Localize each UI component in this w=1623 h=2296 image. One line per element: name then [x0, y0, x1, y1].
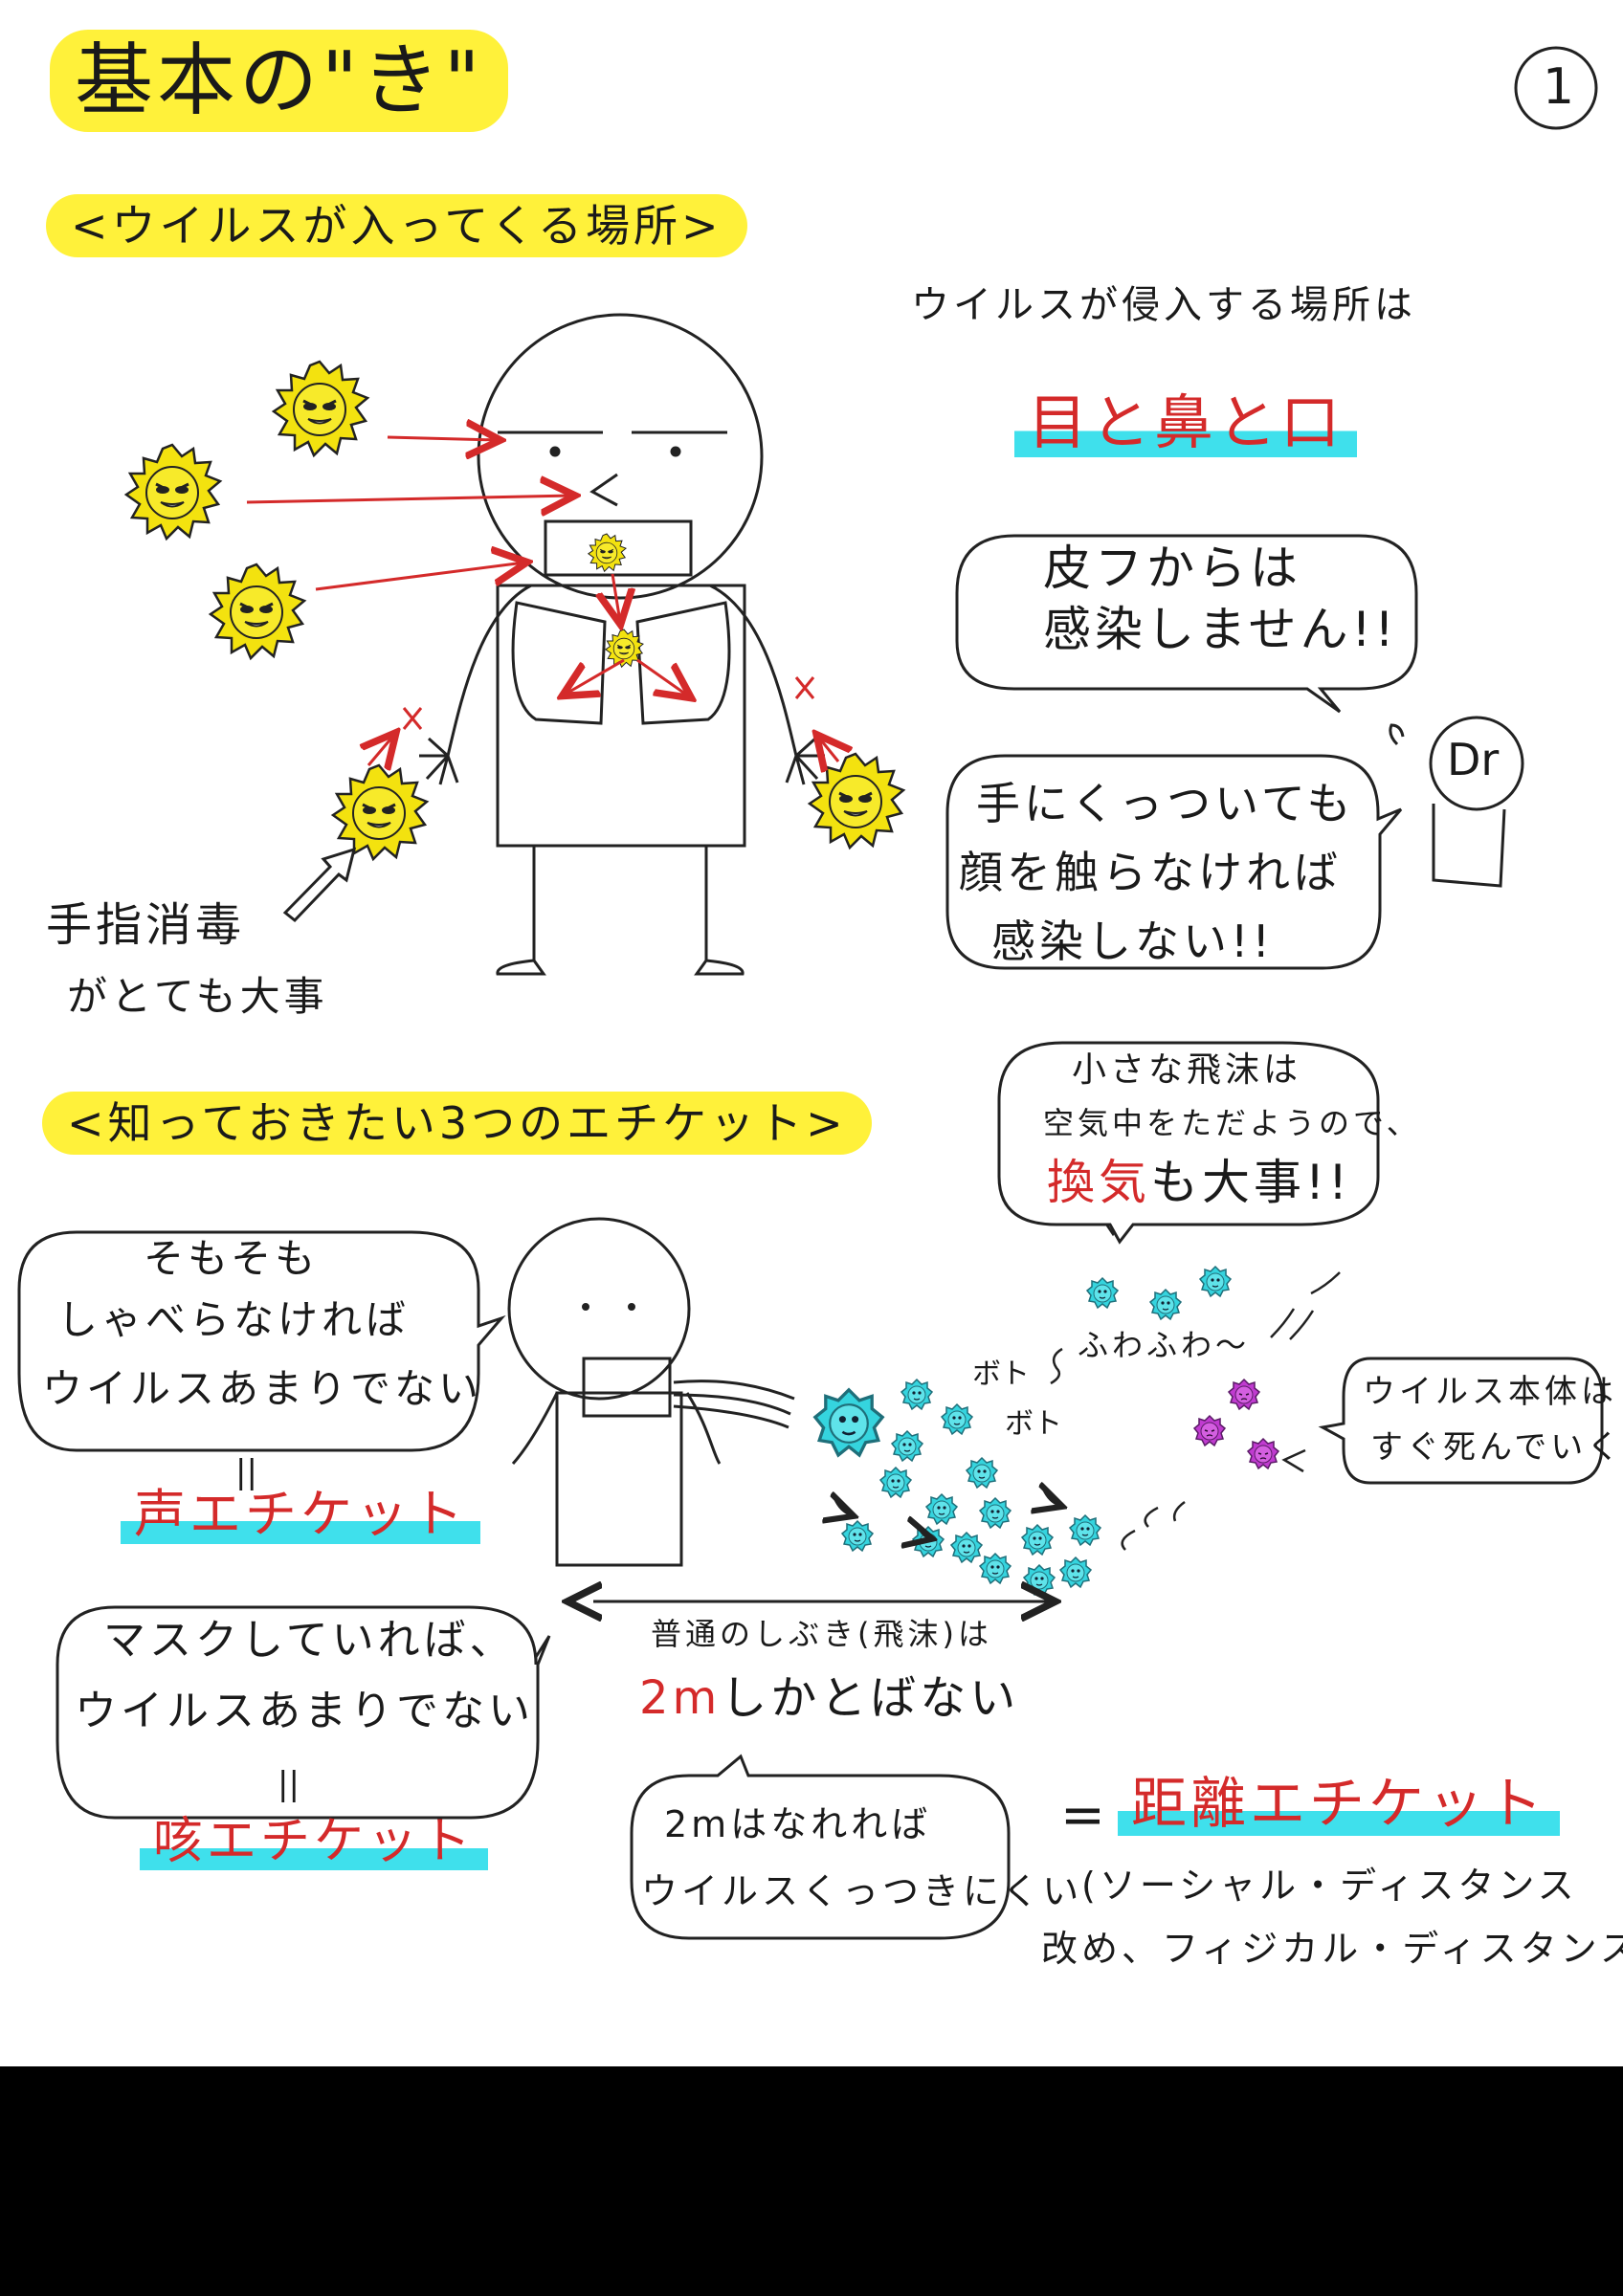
equals-mark-cough: ||: [278, 1765, 300, 1803]
two-m-bubble-shape: [630, 1754, 1011, 1940]
section2-heading: <知っておきたい3つのエチケット>: [42, 1092, 872, 1155]
hand-bubble-line-1: 手にくっついても: [976, 778, 1355, 829]
invasion-intro: ウイルスが侵入する場所は: [911, 283, 1416, 327]
doctor-figure: [1389, 716, 1524, 888]
illustration-layer: [17, 46, 1604, 1940]
distance-note-line-2: 改め、フィジカル・ディスタンス): [1041, 1928, 1623, 1970]
ventilation-red: 換気: [1047, 1155, 1150, 1210]
droplet-sound-1: ボト: [972, 1358, 1030, 1391]
two-m-bubble-line-1: 2mはなれれば: [664, 1803, 932, 1845]
equals-mark-voice: ||: [235, 1453, 257, 1491]
hand-bubble-line-3: 感染しない!!: [991, 916, 1274, 967]
float-sound: ふわふわ～: [1078, 1327, 1251, 1363]
virus-body-bubble-shape: [1318, 1357, 1604, 1485]
section1-heading: <ウイルスが入ってくる場所>: [46, 194, 747, 257]
distance-etiquette: 距離エチケット: [1118, 1771, 1561, 1836]
distance-note-line-1: (ソーシャル・ディスタンス: [1081, 1865, 1578, 1907]
page-number-circle: [1514, 46, 1598, 130]
invasion-sites: 目と鼻と口: [1014, 387, 1358, 457]
doctor-label: Dr: [1447, 734, 1500, 785]
hand-note-line-1: 手指消毒: [46, 898, 246, 952]
ventilation-line-1: 小さな飛沫は: [1072, 1050, 1302, 1090]
cough-etiquette: 咳エチケット: [140, 1813, 489, 1870]
hand-bubble-shape: [945, 754, 1403, 970]
talk-bubble-line-3: ウイルスあまりでない: [42, 1365, 483, 1412]
outline-arrow: [282, 847, 357, 923]
distance-red: 2m: [639, 1671, 722, 1725]
distance-equals: =: [1060, 1784, 1105, 1846]
distance-line: 普通のしぶき(飛沫)は: [651, 1616, 992, 1652]
ventilation-end: も大事!!: [1150, 1155, 1352, 1210]
hand-note-line-2: がとても大事: [67, 973, 328, 1020]
ventilation-line-2: 空気中をただようので、: [1043, 1105, 1421, 1141]
skin-bubble-shape: [955, 534, 1418, 714]
purple-virus-icons: [1193, 1379, 1279, 1469]
page-number: 1: [1543, 58, 1575, 116]
hand-bubble-line-2: 顔を触らなければ: [959, 847, 1342, 898]
skin-bubble-line-1: 皮フからは: [1043, 541, 1301, 596]
talk-bubble-line-1: そもそも: [144, 1235, 320, 1282]
page-title: 基本の"き": [50, 30, 509, 132]
speaker-figure: [507, 1217, 795, 1567]
virus-body-line-2: すぐ死んでいく: [1370, 1428, 1623, 1467]
poster-page: 基本の"き" 1 <ウイルスが入ってくる場所> ウイルスが侵入する場所は 目と鼻…: [0, 0, 1623, 2066]
ventilation-bubble-shape: [997, 1041, 1380, 1245]
mask-bubble-line-2: ウイルスあまりでない: [75, 1687, 534, 1735]
mask-bubble-line-1: マスクしていれば、: [103, 1616, 516, 1665]
voice-etiquette: 声エチケット: [121, 1484, 480, 1544]
virus-body-line-1: ウイルス本体は: [1363, 1373, 1617, 1411]
infection-arrows: [246, 437, 838, 765]
talk-bubble-line-2: しゃべらなければ: [57, 1296, 411, 1343]
two-m-bubble-line-2: ウイルスくっつきにくい: [641, 1870, 1083, 1912]
distance-end: しかとばない: [721, 1671, 1020, 1725]
droplet-sound-2: ボト: [1005, 1407, 1062, 1441]
skin-bubble-line-2: 感染しません!!: [1043, 602, 1398, 657]
talk-bubble-shape: [17, 1230, 506, 1452]
